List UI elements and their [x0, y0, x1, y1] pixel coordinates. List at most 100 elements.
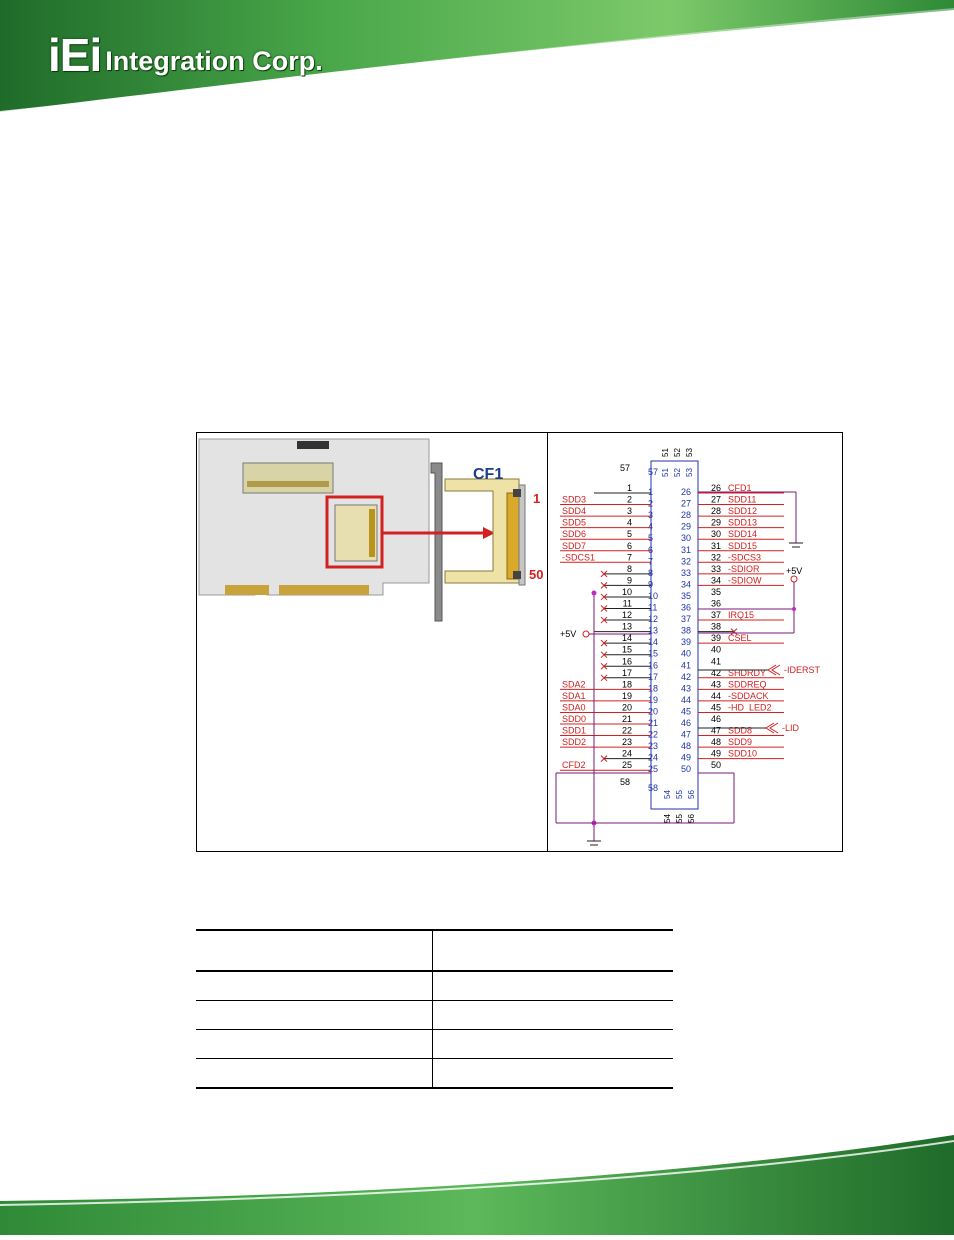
nc-mark-left — [600, 605, 608, 612]
inner-pin-56: 56 — [687, 790, 696, 799]
pin58-outer-label: 58 — [620, 777, 630, 787]
pin-number-left: 13 — [622, 622, 632, 632]
pin-number-left: 14 — [622, 633, 632, 643]
pin-number-left: 19 — [622, 691, 632, 701]
signal-label-right: SDD11 — [728, 495, 756, 505]
pin-number-right: 47 — [711, 726, 721, 736]
pin-number-left-inner: 18 — [648, 683, 658, 693]
pin-number-left: 25 — [622, 760, 632, 770]
table-cell — [196, 1029, 293, 1059]
pin-number-right: 30 — [711, 529, 721, 539]
signal-label-left: SDD6 — [562, 529, 586, 539]
pin-number-right-inner: 46 — [681, 718, 691, 728]
pin-number-left-inner: 11 — [648, 603, 657, 613]
pinout-table — [196, 929, 673, 1089]
pin-number-right: 40 — [711, 645, 721, 655]
pin-number-right: 45 — [711, 702, 721, 712]
pin-number-left: 22 — [622, 726, 632, 736]
board-connector-top — [297, 441, 329, 449]
signal-label-right: SDD13 — [728, 518, 757, 528]
cf-highlight-box — [325, 495, 384, 569]
table-cell — [293, 1029, 433, 1059]
signal-label-right: SDD14 — [728, 529, 757, 539]
bottom-pin-56: 56 — [687, 814, 696, 823]
connector-body — [650, 460, 699, 810]
signal-label-right: -SDIOW — [728, 575, 762, 585]
bottom-pin-54: 54 — [663, 814, 672, 823]
pin-number-right-inner: 40 — [681, 649, 691, 659]
table-row — [196, 971, 673, 1001]
pin-number-right: 36 — [711, 599, 721, 609]
inner-pin-54: 54 — [663, 790, 672, 799]
pin57-inner-label: 57 — [648, 467, 658, 477]
table-cell — [293, 1000, 433, 1030]
pin-number-right-inner: 32 — [681, 556, 691, 566]
pin-number-right-inner: 26 — [681, 487, 691, 497]
top-pin-51: 51 — [661, 448, 670, 457]
pin-number-right-inner: 50 — [681, 764, 691, 774]
pin-number-left: 16 — [622, 656, 632, 666]
signal-label-right: SHDRDY — [728, 668, 766, 678]
logo-text: Integration Corp. — [105, 46, 323, 76]
nc-mark-left — [600, 674, 608, 682]
pin-number-right: 43 — [711, 679, 721, 689]
pin-number-left-inner: 23 — [648, 741, 658, 751]
pin-number-right-inner: 35 — [681, 591, 691, 601]
table-cell — [196, 1000, 293, 1030]
pin57-outer-label: 57 — [620, 463, 630, 473]
table-cell — [293, 971, 433, 1001]
inner-pin-55: 55 — [675, 790, 684, 799]
board-location-panel: CF1 1 50 — [197, 433, 547, 853]
table-cell — [532, 1058, 673, 1089]
pin-number-right-inner: 41 — [681, 660, 691, 670]
header-background — [0, 0, 954, 113]
signal-label-left: SDD7 — [562, 541, 586, 551]
signal-label-right: SDD8 — [728, 726, 752, 736]
cf1-label: CF1 — [473, 466, 503, 483]
inner-pin-53: 53 — [685, 468, 694, 477]
table-cell — [432, 1058, 532, 1089]
pin-number-left: 12 — [622, 610, 632, 620]
signal-label-left: -SDCS1 — [562, 552, 595, 562]
pin-number-left: 6 — [627, 541, 632, 551]
pin-number-right: 39 — [711, 633, 721, 643]
pin-number-left: 20 — [622, 702, 632, 712]
table-cell — [293, 929, 433, 972]
signal-label-right: CFD1 — [728, 483, 752, 493]
pin-number-left: 2 — [627, 495, 632, 505]
pin-number-left-inner: 4 — [648, 522, 653, 532]
pin-number-left: 9 — [627, 575, 632, 585]
board-illustration: CF1 1 50 — [198, 438, 543, 622]
table-cell — [432, 1029, 532, 1059]
pin-number-right-inner: 43 — [681, 683, 691, 693]
pin-number-left: 11 — [623, 599, 632, 609]
pin-number-right: 48 — [711, 737, 721, 747]
pin-number-left-inner: 6 — [648, 545, 653, 555]
signal-label-right: -HD_LED2 — [728, 702, 772, 712]
pin-number-right-inner: 44 — [681, 695, 691, 705]
pin-number-right: 32 — [711, 552, 721, 562]
table-row — [196, 1029, 673, 1059]
pin-number-left-inner: 25 — [648, 764, 658, 774]
signal-label-left: SDD1 — [562, 726, 586, 736]
inner-pin-52: 52 — [673, 468, 682, 477]
signal-label-left: SDD5 — [562, 518, 586, 528]
table-cell — [196, 1058, 293, 1089]
pin-number-right: 34 — [711, 575, 721, 585]
pin-number-left: 7 — [627, 552, 632, 562]
pin-number-left-inner: 2 — [648, 499, 653, 509]
top-pin-52: 52 — [673, 448, 682, 457]
nc-mark-right — [730, 628, 738, 635]
pin-number-right: 31 — [711, 541, 721, 551]
pin-number-left-inner: 13 — [648, 626, 658, 636]
pin-number-left: 10 — [622, 587, 632, 597]
plus5v-right-label: +5V — [786, 566, 802, 576]
pin-number-left-inner: 15 — [648, 649, 658, 659]
company-logo: iEi Integration Corp. — [48, 28, 323, 78]
pin-number-right-inner: 48 — [681, 741, 691, 751]
logo-mark: iEi — [48, 29, 102, 81]
pin-number-right: 26 — [711, 483, 721, 493]
signal-label-left: SDA1 — [562, 691, 586, 701]
